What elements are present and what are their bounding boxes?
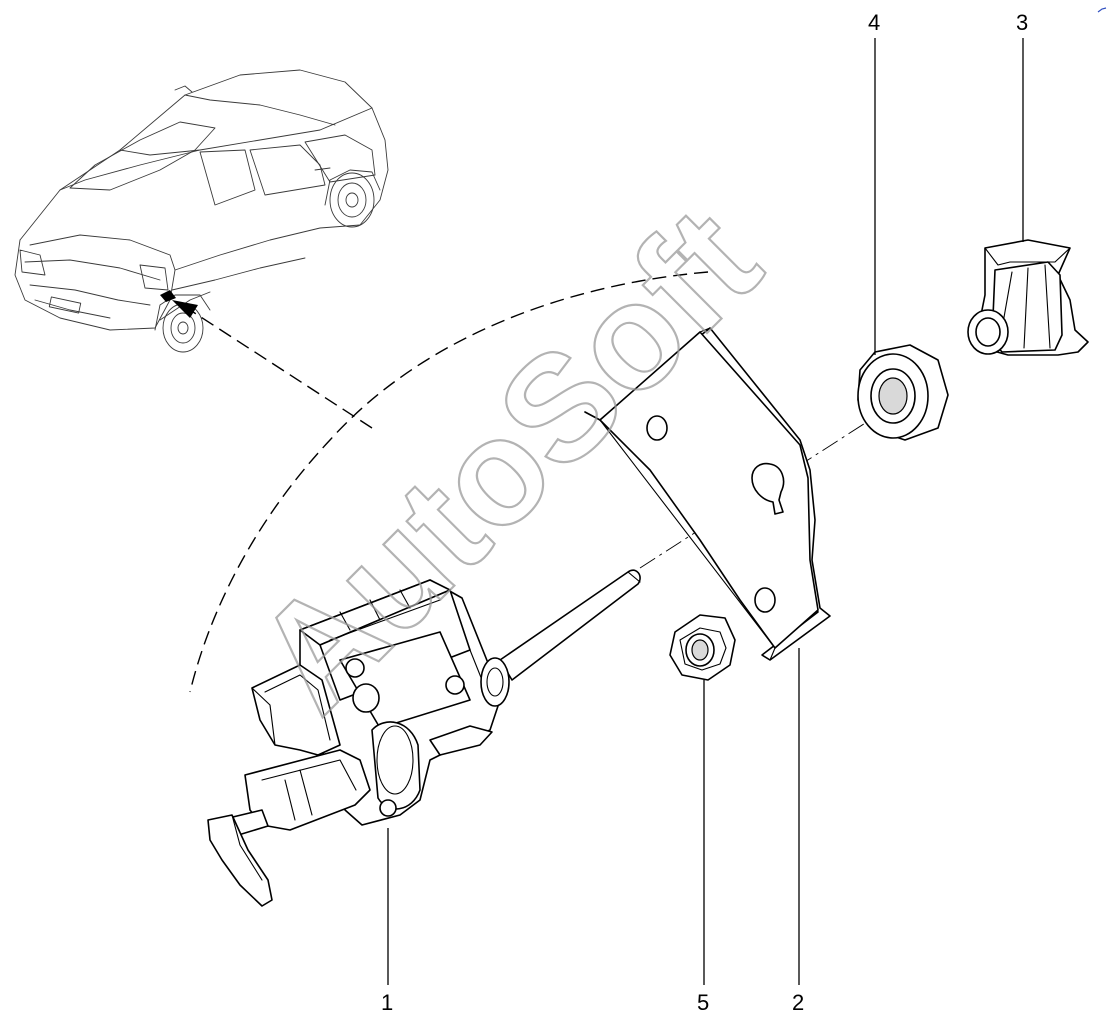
locator-arrow bbox=[172, 300, 373, 429]
vehicle-locator-illustration bbox=[14, 69, 389, 353]
callout-4: 4 bbox=[868, 10, 880, 35]
callout-2: 2 bbox=[792, 990, 804, 1015]
corner-mark bbox=[1097, 7, 1107, 13]
part-5-hex-nut bbox=[669, 614, 736, 681]
part-3-grommet bbox=[967, 239, 1089, 356]
part-4-flange-nut bbox=[857, 344, 949, 441]
callout-5: 5 bbox=[697, 990, 709, 1015]
callout-3: 3 bbox=[1016, 10, 1028, 35]
zone-boundary-arc bbox=[189, 271, 709, 693]
part-2-bracket bbox=[584, 327, 831, 661]
part-1-lock-actuator bbox=[207, 569, 641, 907]
callout-1: 1 bbox=[381, 990, 393, 1015]
